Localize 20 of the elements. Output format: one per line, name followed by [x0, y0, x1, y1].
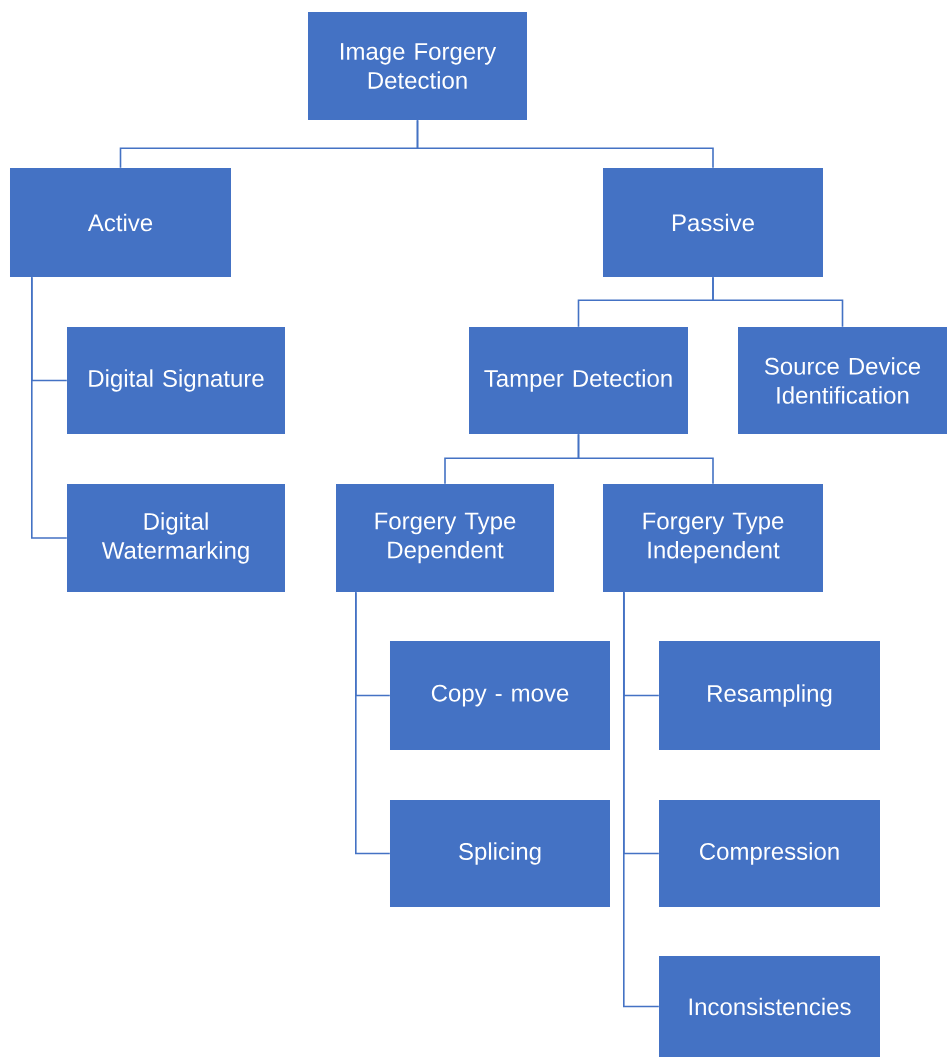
category-box: Digital Watermarking: [67, 484, 285, 592]
connector-line: [577, 433, 714, 485]
category-box: Digital Signature: [67, 327, 285, 434]
category-box: Active: [10, 168, 231, 277]
category-box: Image Forgery Detection: [308, 12, 527, 120]
category-box: Forgery Type Dependent: [336, 484, 554, 592]
category-box: Forgery Type Independent: [603, 484, 823, 592]
category-box: Passive: [603, 168, 823, 277]
category-box: Compression: [659, 800, 880, 907]
connector-line: [31, 276, 68, 539]
category-box: Splicing: [390, 800, 610, 907]
category-box: Inconsistencies: [659, 956, 880, 1057]
connector-line: [416, 119, 714, 169]
connector-line: [712, 276, 844, 328]
connector-line: [623, 591, 660, 1008]
category-box: Source Device Identification: [738, 327, 947, 434]
category-box: Resampling: [659, 641, 880, 750]
connector-line: [355, 591, 391, 855]
category-box: Tamper Detection: [469, 327, 688, 434]
category-box: Copy - move: [390, 641, 610, 750]
